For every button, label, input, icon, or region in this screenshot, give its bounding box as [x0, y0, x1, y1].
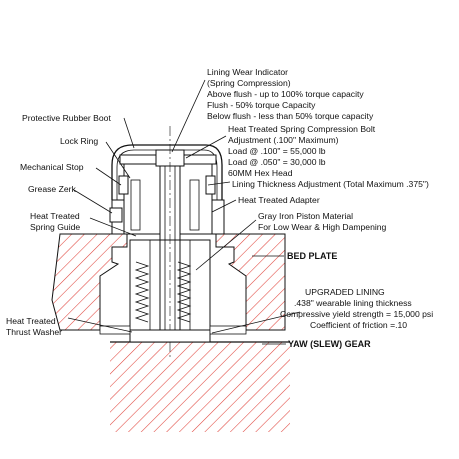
label-bolt-line4: Load @ .050" = 30,000 lb — [228, 157, 326, 167]
label-yaw-slew-gear: YAW (SLEW) GEAR — [288, 339, 371, 349]
lining-and-thrust-washer — [99, 325, 247, 343]
label-protective-rubber-boot: Protective Rubber Boot — [22, 113, 111, 123]
label-heat-treated-adapter: Heat Treated Adapter — [238, 195, 320, 205]
bed-plate — [51, 233, 286, 331]
label-piston-material-line1: Gray Iron Piston Material — [258, 211, 353, 221]
label-bolt-line1: Heat Treated Spring Compression Bolt — [228, 124, 376, 134]
label-lining-friction: Coefficient of friction =.10 — [310, 320, 407, 330]
callout-labels: Lining Wear Indicator (Spring Compressio… — [6, 67, 433, 349]
label-thrust-washer-line2: Thrust Washer — [6, 327, 62, 337]
label-flush: Flush - 50% torque Capacity — [207, 100, 316, 110]
springs — [130, 179, 200, 323]
label-bolt-line3: Load @ .100" = 55,000 lb — [228, 146, 326, 156]
label-bed-plate: BED PLATE — [287, 251, 337, 261]
label-upgraded-lining: UPGRADED LINING — [305, 287, 385, 297]
label-spring-guide-line1: Heat Treated — [30, 211, 80, 221]
yaw-slew-gear — [110, 341, 290, 432]
label-lining-wear-indicator: Lining Wear Indicator — [207, 67, 288, 77]
label-above-flush: Above flush - up to 100% torque capacity — [207, 89, 364, 99]
label-bolt-line2: Adjustment (.100" Maximum) — [228, 135, 339, 145]
label-below-flush: Below flush - less than 50% torque capac… — [207, 111, 374, 121]
label-spring-compression: (Spring Compression) — [207, 78, 291, 88]
label-bolt-line5: 60MM Hex Head — [228, 168, 293, 178]
label-thrust-washer-line1: Heat Treated — [6, 316, 56, 326]
label-spring-guide-line2: Spring Guide — [30, 222, 80, 232]
label-grease-zerk: Grease Zerk — [28, 184, 76, 194]
label-lining-yield-strength: Compressive yield strength = 15,000 psi — [280, 309, 433, 319]
label-lock-ring: Lock Ring — [60, 136, 98, 146]
spring-compression-bolt — [155, 126, 185, 360]
leader-lines — [67, 79, 301, 345]
label-lining-thickness-wearable: .438" wearable lining thickness — [294, 298, 412, 308]
label-lining-thickness-adjustment: Lining Thickness Adjustment (Total Maxim… — [232, 179, 429, 189]
label-piston-material-line2: For Low Wear & High Dampening — [258, 222, 387, 232]
label-mechanical-stop: Mechanical Stop — [20, 162, 84, 172]
